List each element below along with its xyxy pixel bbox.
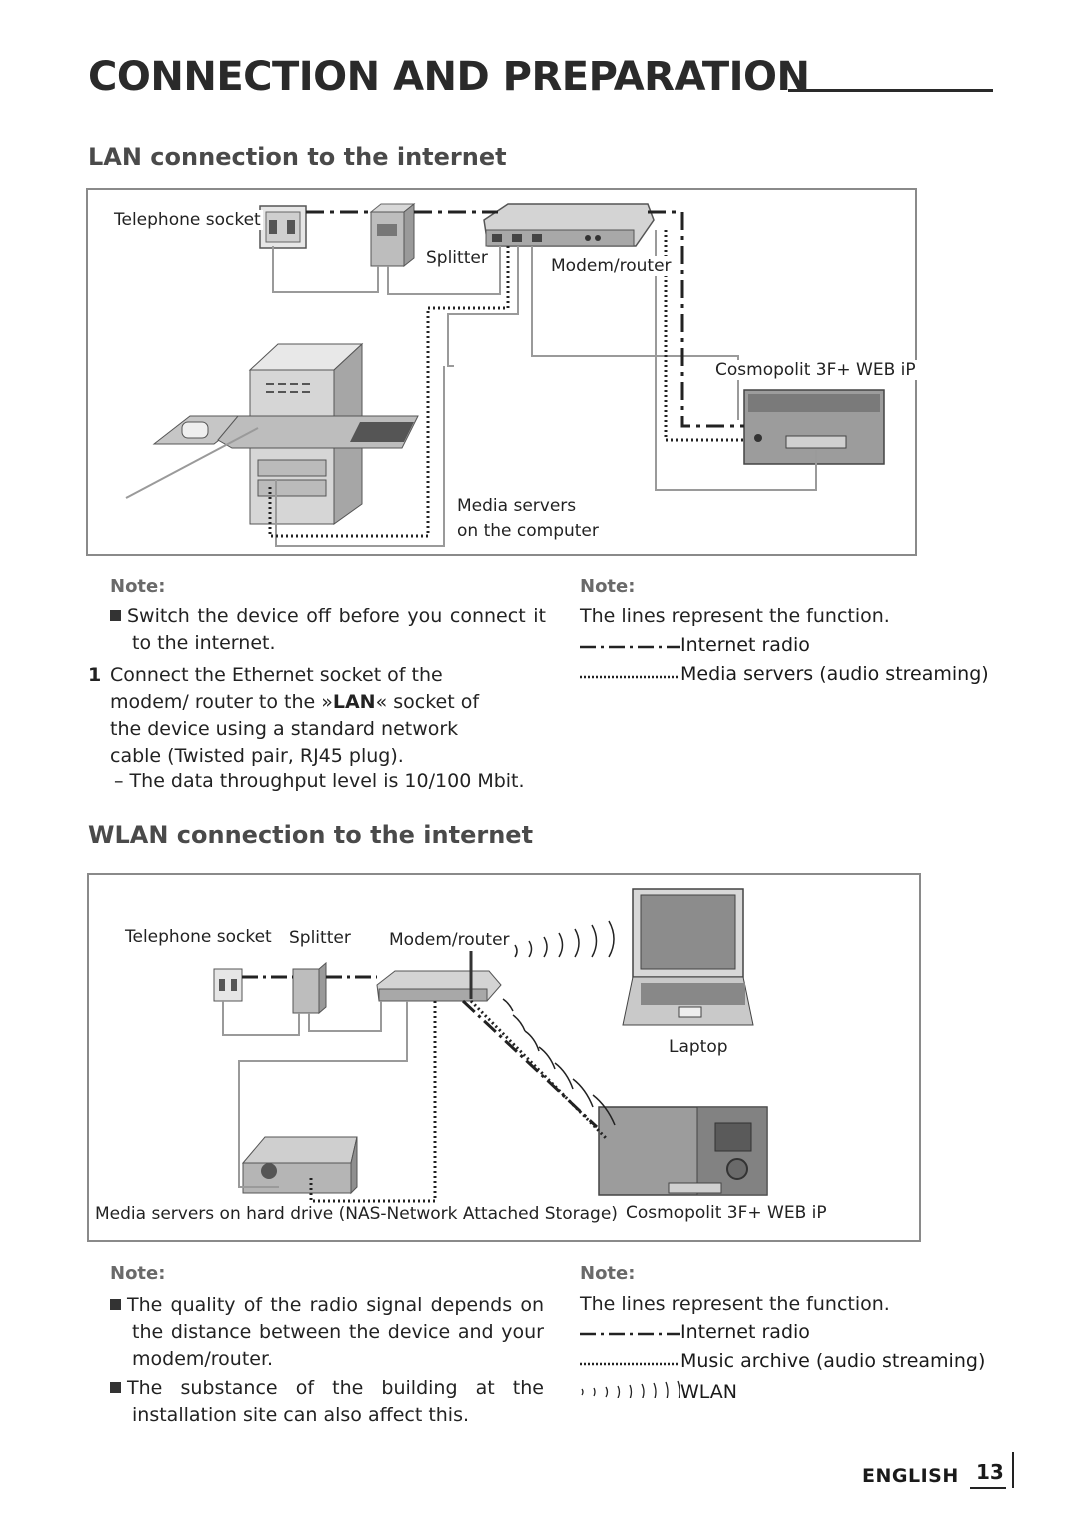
wlan-note-heading-right: Note: (580, 1263, 636, 1284)
lan-device-label: Cosmopolit 3F+ WEB iP (713, 360, 918, 380)
wlan-legend-internet: Internet radio (580, 1321, 810, 1343)
dotted-line-icon (580, 675, 680, 679)
wlan-note-bullet-1-text: The quality of the radio signal depends … (127, 1294, 544, 1370)
wlan-legend-wlan-label: WLAN (680, 1381, 738, 1403)
lan-note-bullet: Switch the device off before you connect… (110, 603, 546, 657)
dotted-line-icon (580, 1362, 680, 1366)
wlan-waves-icon (581, 1380, 680, 1398)
splitter-icon (292, 961, 327, 1015)
lan-note-heading-right: Note: (580, 576, 636, 597)
wlan-legend-music: Music archive (audio streaming) (580, 1350, 985, 1372)
footer-rule-vertical (1012, 1452, 1014, 1488)
wlan-legend-intro: The lines represent the function. (580, 1293, 890, 1315)
nas-drive-icon (241, 1136, 358, 1195)
footer-rule (970, 1487, 1006, 1489)
dash-dot-line-icon (580, 1332, 680, 1336)
wlan-laptop-label: Laptop (669, 1037, 728, 1057)
wlan-modem-router-label: Modem/router (389, 930, 510, 950)
lan-step-number: 1 (88, 664, 102, 686)
laptop-icon (622, 888, 754, 1026)
lan-step-1: 1 Connect the Ethernet socket of the mod… (88, 662, 506, 770)
telephone-socket-icon (213, 968, 243, 1002)
wlan-legend-music-label: Music archive (audio streaming) (680, 1350, 986, 1372)
wlan-note-bullet-1: The quality of the radio signal depends … (110, 1292, 544, 1373)
wlan-telephone-socket-label: Telephone socket (125, 927, 272, 947)
telephone-socket-icon (259, 205, 307, 249)
lan-media-servers-label-2: on the computer (455, 521, 601, 541)
lan-heading: LAN connection to the internet (88, 143, 507, 171)
lan-telephone-socket-label: Telephone socket (112, 210, 263, 230)
bullet-icon (110, 1382, 121, 1393)
lan-step-text-bold: LAN (332, 691, 376, 713)
wlan-legend-internet-label: Internet radio (680, 1321, 810, 1343)
lan-note-heading-left: Note: (110, 576, 166, 597)
lan-legend-media: Media servers (audio streaming) (580, 663, 989, 685)
cosmopolit-device-icon (598, 1106, 768, 1196)
lan-throughput-note: – The data throughput level is 10/100 Mb… (114, 770, 525, 792)
dash-dot-line-icon (580, 645, 680, 649)
wlan-diagram: Telephone socket Splitter Modem/router L… (87, 873, 921, 1242)
lan-step-text-after: « socket of the device using a standard … (110, 691, 480, 767)
lan-diagram-drawing (125, 202, 885, 547)
wlan-diagram-drawing (213, 888, 768, 1203)
wlan-legend-wlan: WLAN (580, 1380, 737, 1403)
wlan-note-bullet-2-text: The substance of the building at the ins… (127, 1377, 544, 1426)
page-number: 13 (976, 1460, 1004, 1484)
lan-splitter-label: Splitter (424, 248, 490, 268)
cosmopolit-device-icon (743, 389, 885, 465)
wlan-note-bullet-2: The substance of the building at the ins… (110, 1375, 544, 1429)
lan-legend-internet: Internet radio (580, 634, 810, 656)
wlan-heading: WLAN connection to the internet (88, 821, 534, 849)
bullet-icon (110, 610, 121, 621)
lan-diagram: Telephone socket Splitter Modem/router C… (86, 188, 918, 556)
wlan-device-label: Cosmopolit 3F+ WEB iP (626, 1203, 827, 1223)
lan-media-servers-label-1: Media servers (455, 496, 579, 516)
wlan-note-heading-left: Note: (110, 1263, 166, 1284)
lan-step-text-before: Connect the Ethernet socket of the modem… (110, 664, 443, 713)
lan-note-bullet-text: Switch the device off before you connect… (127, 605, 546, 654)
lan-legend-media-label: Media servers (audio streaming) (680, 663, 989, 685)
lan-modem-router-label: Modem/router (549, 256, 674, 276)
lan-legend-internet-label: Internet radio (680, 634, 810, 656)
wlan-media-servers-label: Media servers on hard drive (NAS-Network… (95, 1204, 618, 1224)
title-rule (788, 89, 993, 92)
wlan-splitter-label: Splitter (289, 928, 351, 948)
modem-router-icon (376, 951, 502, 1002)
wlan-waves-icon (502, 920, 616, 1126)
lan-legend-intro: The lines represent the function. (580, 605, 890, 627)
bullet-icon (110, 1299, 121, 1310)
page-title: CONNECTION AND PREPARATION (88, 54, 810, 100)
keyboard-icon (217, 415, 419, 449)
lan-step-text: Connect the Ethernet socket of the modem… (110, 662, 506, 770)
modem-router-icon (483, 203, 655, 247)
splitter-icon (369, 202, 416, 268)
footer-language: ENGLISH (862, 1465, 959, 1487)
